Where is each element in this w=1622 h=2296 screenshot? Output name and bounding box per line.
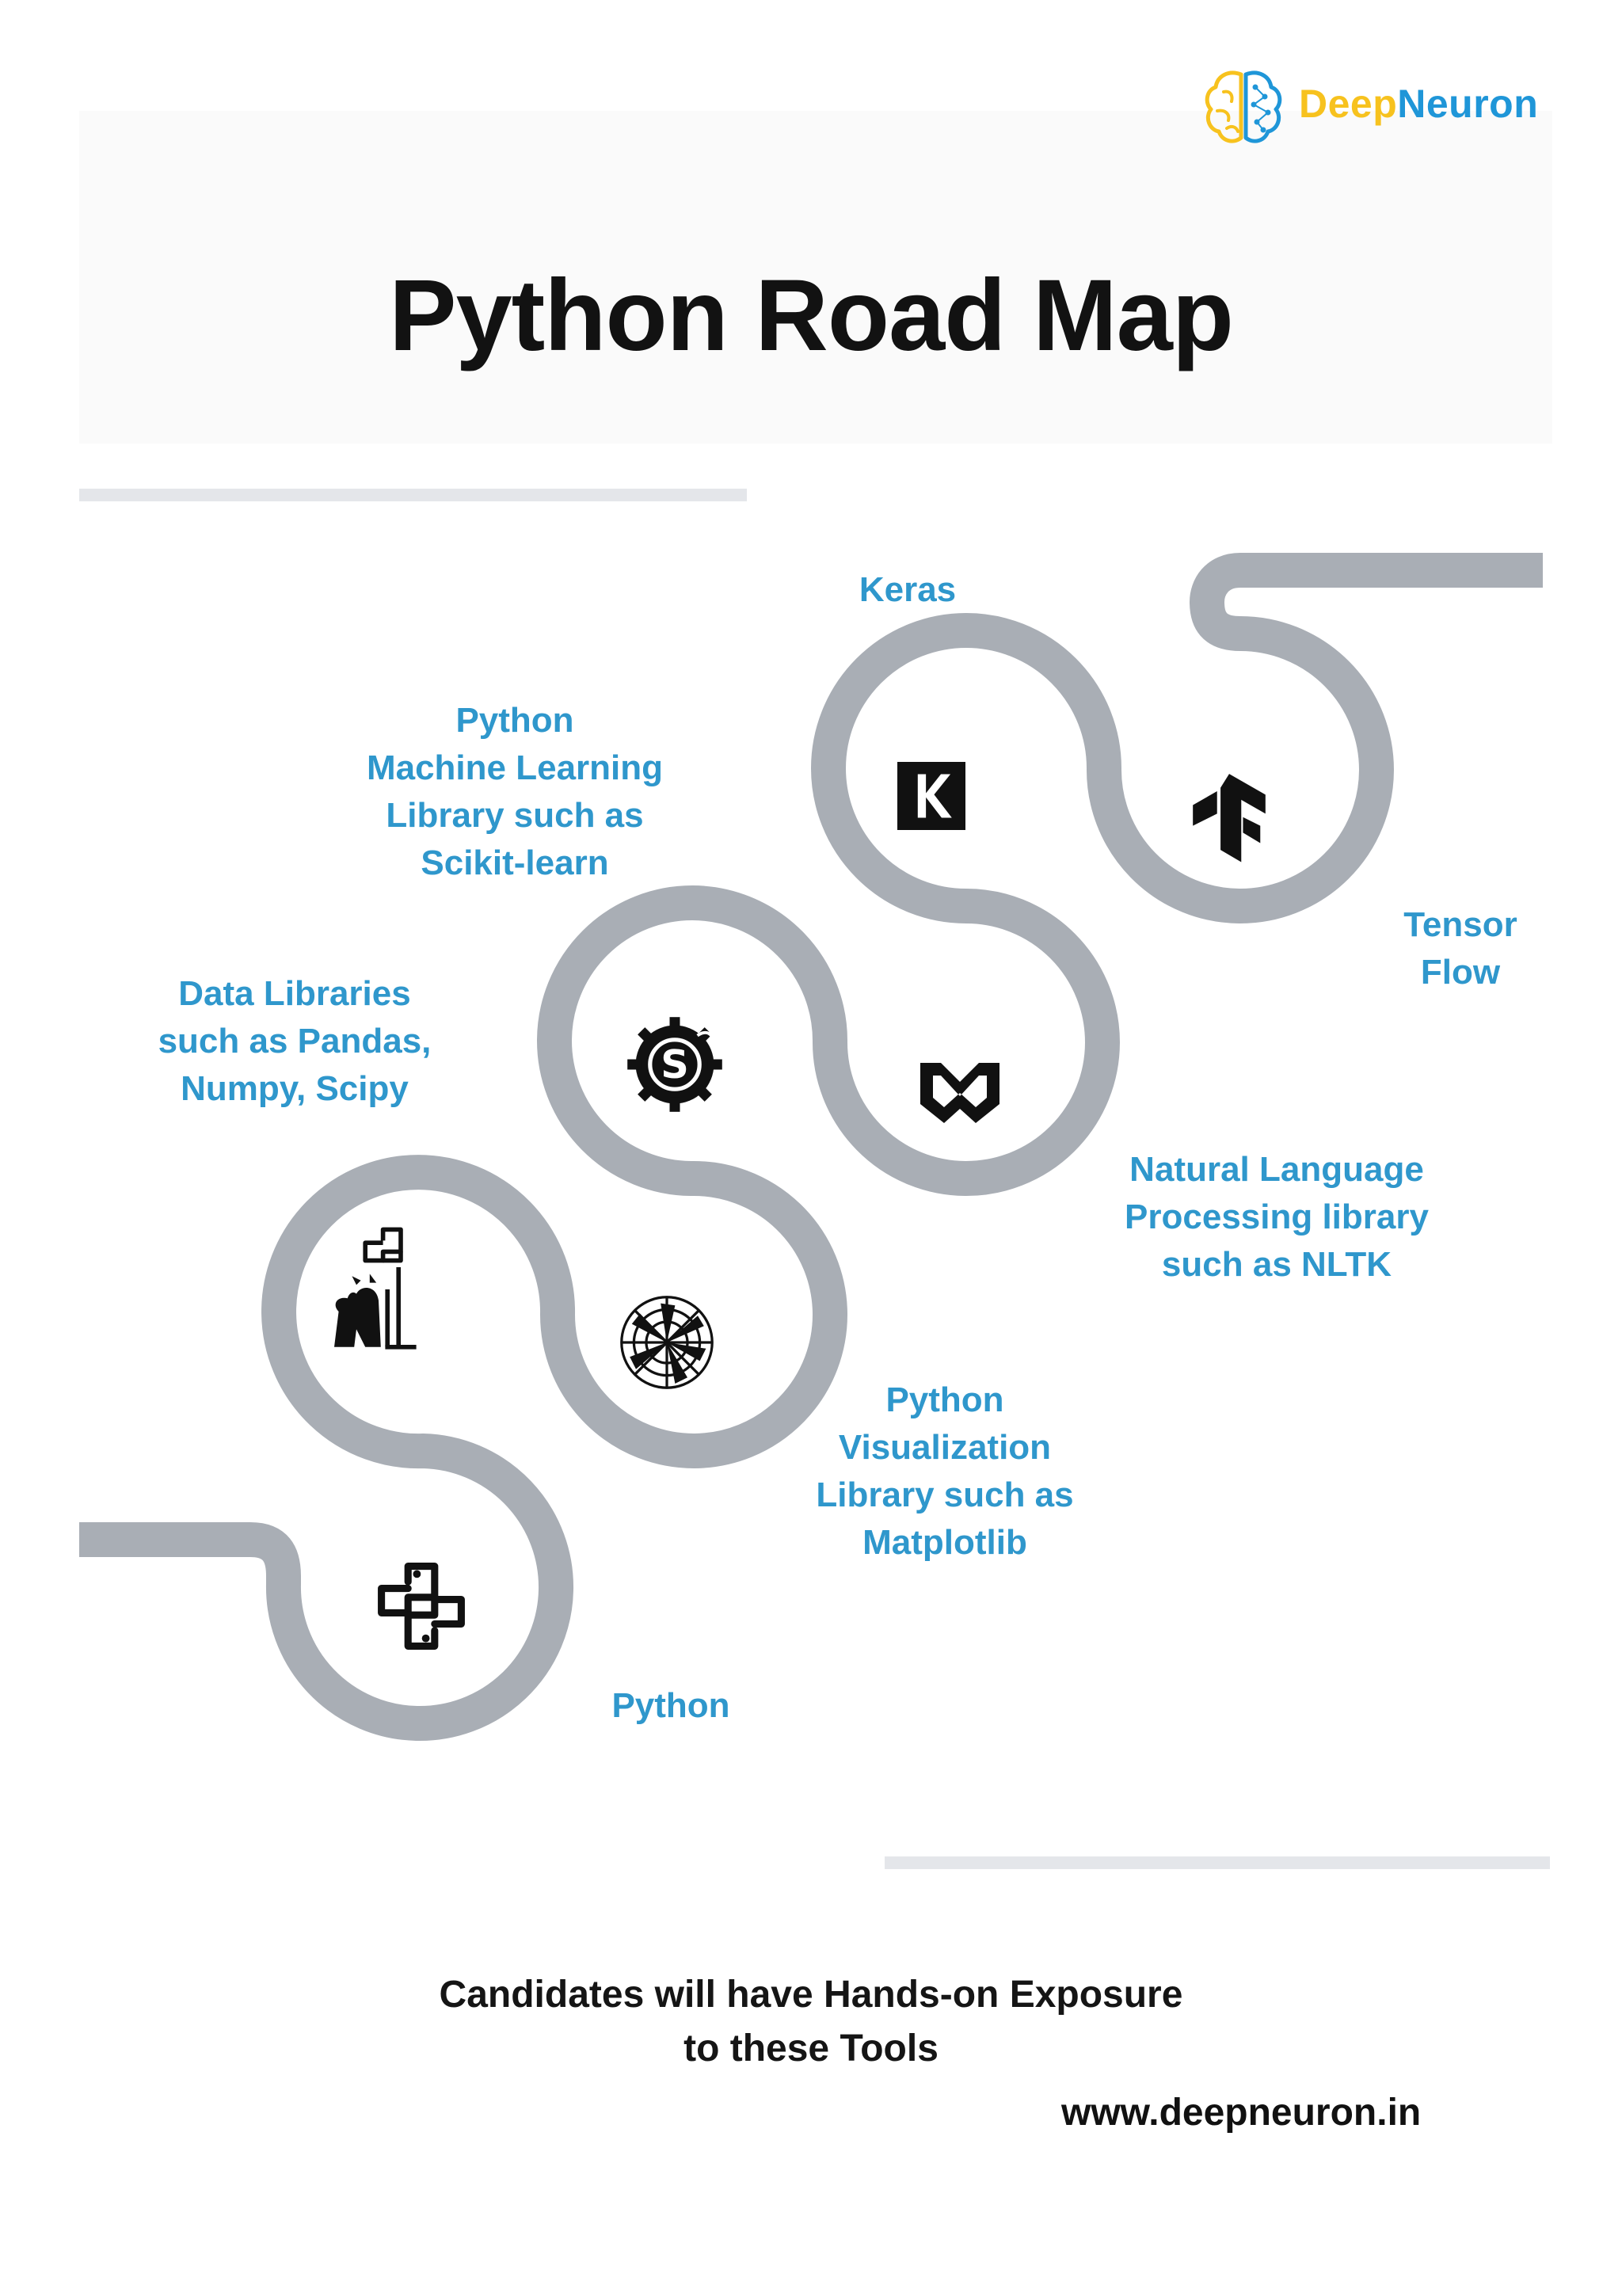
brand-name: DeepNeuron (1299, 81, 1538, 127)
road-path (79, 553, 1543, 1741)
step-label-machine-learning: Python Machine Learning Library such as … (366, 701, 664, 882)
brain-icon (1205, 70, 1282, 143)
step-label-nlp: Natural Language Processing library such… (1125, 1150, 1429, 1284)
step-label-data-libraries: Data Libraries such as Pandas, Numpy, Sc… (158, 974, 432, 1108)
python-icon (378, 1563, 465, 1650)
scikit-learn-icon: S (627, 1017, 722, 1112)
keras-icon (897, 762, 965, 830)
nltk-icon (920, 1063, 999, 1123)
footer-line-1: Candidates will have Hands-on Exposure (439, 1974, 1183, 2016)
step-label-python: Python (611, 1686, 730, 1725)
tensorflow-icon (1193, 774, 1266, 862)
step-label-tensorflow: Tensor Flow (1403, 905, 1517, 992)
brand-name-neuron: Neuron (1397, 82, 1539, 126)
hero-background (79, 111, 1552, 444)
footer-tagline: Candidates will have Hands-on Exposure t… (0, 1968, 1622, 2076)
brand-logo[interactable]: DeepNeuron (1200, 63, 1540, 150)
bottom-divider (885, 1856, 1550, 1869)
website-link[interactable]: www.deepneuron.in (1061, 2092, 1422, 2134)
page-title: Python Road Map (389, 259, 1234, 372)
step-label-keras: Keras (859, 570, 957, 609)
step-label-visualization: Python Visualization Library such as Mat… (816, 1380, 1074, 1562)
matplotlib-icon (620, 1296, 714, 1389)
svg-text:S: S (661, 1041, 689, 1087)
brand-name-deep: Deep (1299, 82, 1398, 126)
pandas-icon (334, 1227, 417, 1350)
top-divider (79, 489, 747, 501)
footer-line-2: to these Tools (683, 2028, 939, 2069)
